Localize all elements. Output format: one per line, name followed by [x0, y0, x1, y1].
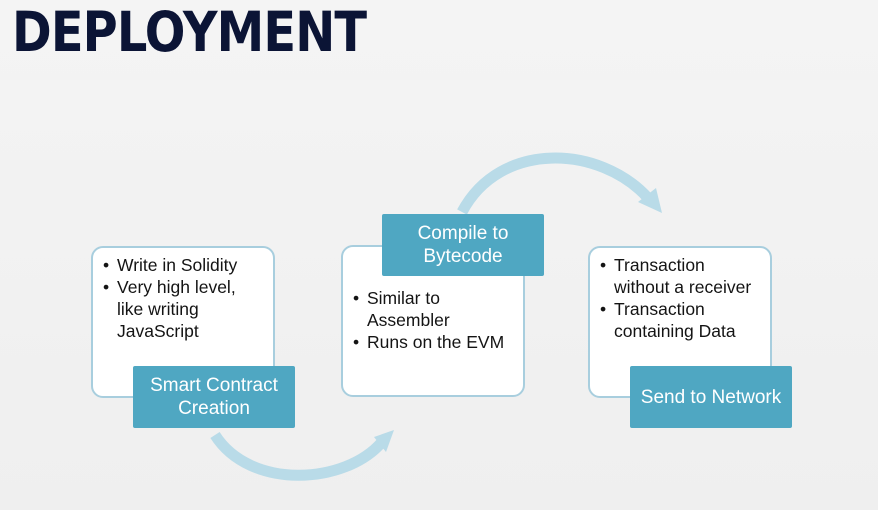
arrow-head-step1-to-step2 — [374, 430, 394, 452]
arrow-step1-to-step2 — [210, 431, 387, 481]
arrow-head-step2-to-step3 — [638, 188, 662, 213]
step-3-bullet: Transaction containing Data — [598, 298, 762, 342]
step-1-box: Write in Solidity Very high level, like … — [91, 246, 275, 398]
step-3-bullets: Transaction without a receiver Transacti… — [598, 254, 762, 342]
step-2-bullets: Similar to Assembler Runs on the EVM — [351, 287, 515, 353]
step-1-bullet: Write in Solidity — [101, 254, 265, 276]
step-1-bullets: Write in Solidity Very high level, like … — [101, 254, 265, 342]
step-2-bullet: Runs on the EVM — [351, 331, 515, 353]
step-3-bullet: Transaction without a receiver — [598, 254, 762, 298]
step-1-label: Smart Contract Creation — [133, 366, 295, 428]
step-3-label: Send to Network — [630, 366, 792, 428]
arrow-step2-to-step3 — [457, 152, 653, 215]
step-2-bullet: Similar to Assembler — [351, 287, 515, 331]
step-2-label: Compile to Bytecode — [382, 214, 544, 276]
slide-title: DEPLOYMENT — [12, 0, 367, 64]
step-1-bullet: Very high level, like writing JavaScript — [101, 276, 265, 342]
